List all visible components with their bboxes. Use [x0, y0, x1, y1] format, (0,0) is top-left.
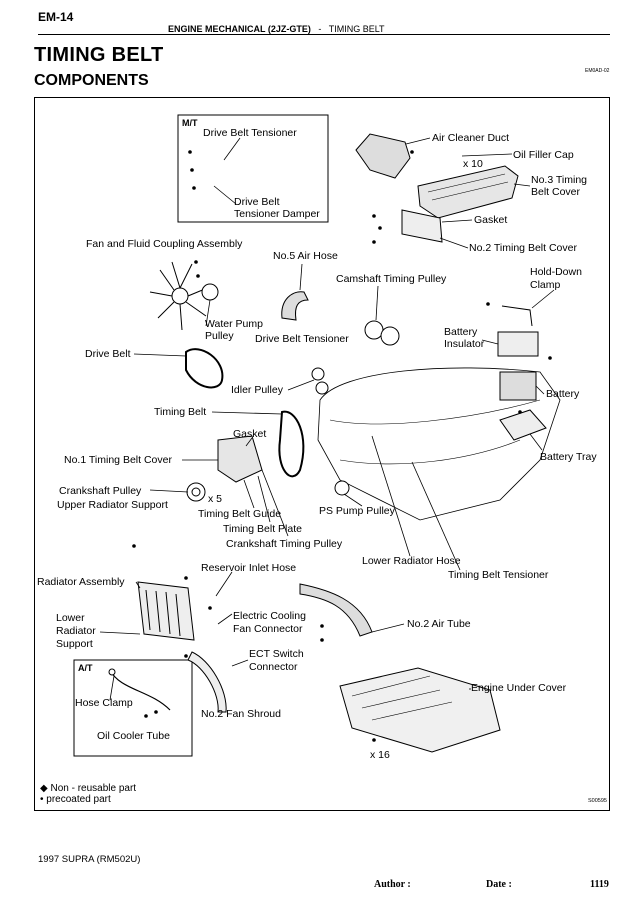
label-battery: Battery: [546, 388, 580, 400]
battery-insulator-part: [497, 331, 539, 357]
label-air-cleaner-duct: Air Cleaner Duct: [432, 132, 510, 144]
label-lower-radiator-support-line2: Radiator: [56, 625, 96, 637]
label-timing-belt-plate: Timing Belt Plate: [223, 523, 302, 535]
bolt-markers: [132, 150, 552, 742]
radiator-part: [137, 581, 195, 641]
label-radiator-assembly: Radiator Assembly: [37, 576, 125, 588]
label-electric-cooling-fan-connector-line2: Fan Connector: [233, 623, 303, 635]
header-separator: -: [318, 24, 322, 34]
label-reservoir-inlet-hose: Reservoir Inlet Hose: [201, 562, 297, 574]
label-x16: x 16: [370, 749, 390, 761]
label-hold-down-clamp-line2: Clamp: [530, 279, 561, 291]
label-battery-insulator-line2: Insulator: [444, 338, 485, 350]
mt-label: M/T: [182, 118, 198, 128]
label-water-pump-pulley-line2: Pulley: [205, 330, 234, 342]
water-pump-pulley-part: [201, 283, 219, 301]
label-drive-belt-tensioner-mt: Drive Belt Tensioner: [203, 127, 297, 139]
label-timing-belt: Timing Belt: [154, 406, 207, 418]
footer-page-number: 1119: [590, 879, 609, 890]
label-battery-insulator-line1: Battery: [444, 326, 478, 338]
idler-pulley-part: [311, 367, 325, 381]
label-no2-air-tube: No.2 Air Tube: [407, 618, 471, 630]
figure-code: S00595: [588, 798, 607, 804]
label-no3-cover-line2: Belt Cover: [531, 186, 581, 198]
label-hose-clamp: Hose Clamp: [75, 697, 133, 709]
label-water-pump-pulley-line1: Water Pump: [205, 318, 263, 330]
label-no2-fan-shroud: No.2 Fan Shroud: [201, 708, 281, 720]
components-diagram-frame: [34, 97, 610, 811]
battery-part: [499, 371, 537, 401]
air-cleaner-duct-part: [355, 133, 411, 179]
label-gasket-mid: Gasket: [233, 428, 267, 440]
at-inset-box: [73, 659, 193, 757]
label-lower-radiator-hose: Lower Radiator Hose: [362, 555, 461, 567]
label-ps-pump-pulley: PS Pump Pulley: [319, 505, 395, 517]
footer-date: Date :: [486, 879, 512, 890]
ps-pump-pulley-part: [334, 480, 350, 496]
no2-timing-belt-cover-part: [401, 209, 443, 243]
label-idler-pulley: Idler Pulley: [231, 384, 283, 396]
label-tensioner-damper-line1: Drive Belt: [234, 196, 280, 208]
at-label: A/T: [78, 663, 93, 673]
page-subtitle: COMPONENTS: [34, 72, 149, 89]
no3-timing-belt-cover-part: [417, 165, 519, 219]
hold-down-clamp-part: [501, 305, 533, 327]
label-tensioner-damper-line2: Tensioner Damper: [234, 208, 320, 220]
label-no1-timing-belt-cover: No.1 Timing Belt Cover: [64, 454, 172, 466]
no2-air-tube-part: [299, 583, 373, 637]
label-drive-belt-tensioner: Drive Belt Tensioner: [255, 333, 349, 345]
label-no3-cover-line1: No.3 Timing: [531, 174, 588, 186]
note-precoated: • precoated part: [40, 794, 111, 805]
label-lower-radiator-support-line3: Support: [56, 638, 93, 650]
label-x5: x 5: [208, 493, 223, 505]
label-no2-timing-belt-cover: No.2 Timing Belt Cover: [469, 242, 577, 254]
header-section-name: ENGINE MECHANICAL (2JZ-GTE): [168, 24, 311, 34]
document-code: EM0AD-02: [585, 68, 610, 74]
battery-tray-part: [499, 409, 547, 441]
label-x10: x 10: [463, 158, 483, 170]
footer-author: Author :: [374, 879, 411, 890]
mt-inset-box: [177, 114, 329, 223]
label-oil-filler-cap: Oil Filler Cap: [513, 149, 574, 161]
label-camshaft-timing-pulley: Camshaft Timing Pulley: [336, 273, 447, 285]
no2-fan-shroud-part: [187, 651, 227, 713]
label-timing-belt-guide: Timing Belt Guide: [198, 508, 282, 520]
engine-block-outline: [317, 367, 561, 521]
label-upper-radiator-support: Upper Radiator Support: [57, 499, 168, 511]
label-fan-fluid-coupling: Fan and Fluid Coupling Assembly: [86, 238, 243, 250]
footer-model: 1997 SUPRA (RM502U): [38, 854, 141, 865]
hose-clamp-part: [108, 668, 116, 676]
label-ect-switch-connector-line1: ECT Switch: [249, 648, 304, 660]
label-hold-down-clamp-line1: Hold-Down: [530, 266, 582, 278]
page-title: TIMING BELT: [34, 44, 164, 66]
label-oil-cooler-tube: Oil Cooler Tube: [97, 730, 170, 742]
label-gasket-top: Gasket: [474, 214, 508, 226]
no1-timing-belt-cover-part: [217, 435, 263, 483]
header-section: ENGINE MECHANICAL (2JZ-GTE) - TIMING BEL…: [168, 24, 385, 34]
label-engine-under-cover: Engine Under Cover: [471, 682, 567, 694]
drive-belt-part: [185, 348, 224, 389]
engine-under-cover-part: [339, 667, 501, 753]
label-crankshaft-pulley: Crankshaft Pulley: [59, 485, 142, 497]
fan-part: [149, 261, 213, 331]
timing-belt-part: [278, 410, 305, 478]
label-battery-tray: Battery Tray: [540, 451, 597, 463]
label-drive-belt: Drive Belt: [85, 348, 131, 360]
legend-notes: ◆ Non - reusable part • precoated part: [40, 783, 136, 805]
camshaft-timing-pulley-part: [364, 320, 384, 340]
label-ect-switch-connector-line2: Connector: [249, 661, 298, 673]
label-electric-cooling-fan-connector-line1: Electric Cooling: [233, 610, 306, 622]
label-crankshaft-timing-pulley: Crankshaft Timing Pulley: [226, 538, 343, 550]
header-subsection: TIMING BELT: [328, 24, 385, 34]
label-lower-radiator-support-line1: Lower: [56, 612, 85, 624]
label-no5-air-hose: No.5 Air Hose: [273, 250, 338, 262]
label-timing-belt-tensioner: Timing Belt Tensioner: [448, 569, 549, 581]
no5-air-hose-part: [281, 291, 309, 321]
header-rule: [38, 34, 610, 35]
section-code: EM-14: [38, 10, 74, 24]
note-non-reusable: ◆ Non - reusable part: [40, 783, 137, 794]
crankshaft-pulley-part: [186, 482, 206, 502]
